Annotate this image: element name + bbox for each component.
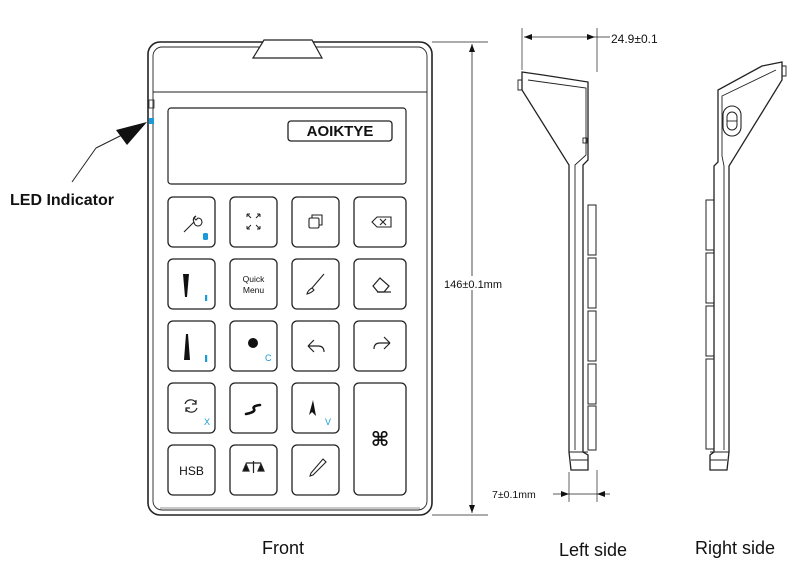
balance-icon (242, 461, 265, 473)
key-redo[interactable] (353, 320, 407, 372)
brush-size-up-accent (205, 355, 208, 362)
led-leader-line-2 (95, 134, 123, 149)
backspace-icon (371, 216, 392, 228)
key-brush-up[interactable] (167, 320, 216, 372)
left-side-view (517, 28, 610, 502)
eyedropper-icon (309, 458, 327, 477)
right-side-foot (710, 451, 729, 461)
key-eyedropper[interactable] (291, 444, 340, 496)
brush-icon (306, 273, 325, 295)
key-quick-menu[interactable] (229, 258, 278, 310)
command-icon: ⌘ (371, 429, 390, 451)
windows-icon (308, 214, 323, 229)
key-settings[interactable] (167, 196, 216, 248)
left-side-inner (527, 79, 587, 450)
front-view-label: Front (262, 538, 304, 558)
fullscreen-icon (246, 213, 261, 230)
height-arrow-top (469, 44, 475, 52)
led-leader-line (71, 147, 97, 183)
height-label-bg (443, 276, 515, 290)
height-dimension-label: 146±0.1mm (444, 279, 502, 291)
right-key-profile-1 (705, 199, 715, 251)
display-screen (167, 107, 407, 185)
right-key-profile-4 (705, 358, 715, 450)
front-view: AOIKTYE (10, 39, 515, 558)
left-key-profile-2 (587, 257, 597, 309)
quick-menu-label-2: Menu (243, 285, 265, 295)
height-arrow-bottom (469, 505, 475, 513)
right-side-profile (709, 61, 783, 471)
brand-label: AOIKTYE (307, 123, 374, 140)
move-shortcut-letter: V (325, 417, 331, 427)
left-key-profile-3 (587, 310, 597, 362)
left-key-profile-1 (587, 204, 597, 256)
brush-size-down-icon (183, 274, 189, 297)
key-brush-down[interactable] (167, 258, 216, 310)
key-move[interactable] (291, 382, 340, 434)
width-arrow-left (524, 34, 532, 40)
led-notch (148, 99, 155, 109)
key-windows[interactable] (291, 196, 340, 248)
key-backspace[interactable] (353, 196, 407, 248)
quick-menu-label-1: Quick (243, 274, 265, 284)
right-side-view (705, 61, 787, 471)
eraser-icon (372, 277, 391, 293)
hsb-label: HSB (179, 464, 204, 478)
left-side-foot (569, 451, 588, 461)
thickness-arrow-right (597, 491, 605, 497)
rotate-icon (184, 399, 198, 413)
wrench-icon (183, 215, 203, 233)
top-bump (251, 39, 324, 59)
right-key-profile-3 (705, 305, 715, 357)
width-dimension-label: 24.9±0.1 (611, 32, 658, 46)
right-key-profile-2 (705, 252, 715, 304)
left-key-profile-5 (587, 405, 597, 451)
key-hsb[interactable] (167, 444, 216, 496)
width-arrow-right (587, 34, 595, 40)
move-cursor-icon (309, 400, 316, 416)
led-indicator-label: LED Indicator (10, 192, 114, 209)
color-wheel-icon (248, 338, 258, 348)
left-side-top-tab (517, 79, 522, 91)
key-eraser[interactable] (353, 258, 407, 310)
left-side-profile (521, 71, 589, 471)
power-switch-icon (722, 105, 742, 137)
right-side-top-tab (782, 65, 787, 77)
key-fullscreen[interactable] (229, 196, 278, 248)
bluetooth-icon (203, 233, 208, 240)
thickness-arrow-left (561, 491, 569, 497)
key-command[interactable] (353, 382, 407, 496)
led-light (149, 118, 154, 124)
lasso-icon (244, 403, 262, 416)
redo-icon (373, 336, 391, 350)
undo-icon (307, 339, 325, 353)
brush-size-down-accent (205, 295, 208, 301)
thickness-dimension-label: 7±0.1mm (492, 489, 536, 501)
brush-size-up-icon (184, 334, 190, 360)
key-rotate[interactable] (167, 382, 216, 434)
led-arrow-head (116, 122, 147, 145)
right-side-view-label: Right side (695, 538, 775, 558)
color-shortcut-letter: C (265, 353, 272, 363)
left-side-notch (582, 137, 588, 144)
rotate-shortcut-letter: X (204, 417, 210, 427)
left-key-profile-4 (587, 363, 597, 405)
right-side-inner (721, 69, 777, 450)
brand-badge (287, 120, 393, 142)
left-side-view-label: Left side (559, 540, 627, 560)
